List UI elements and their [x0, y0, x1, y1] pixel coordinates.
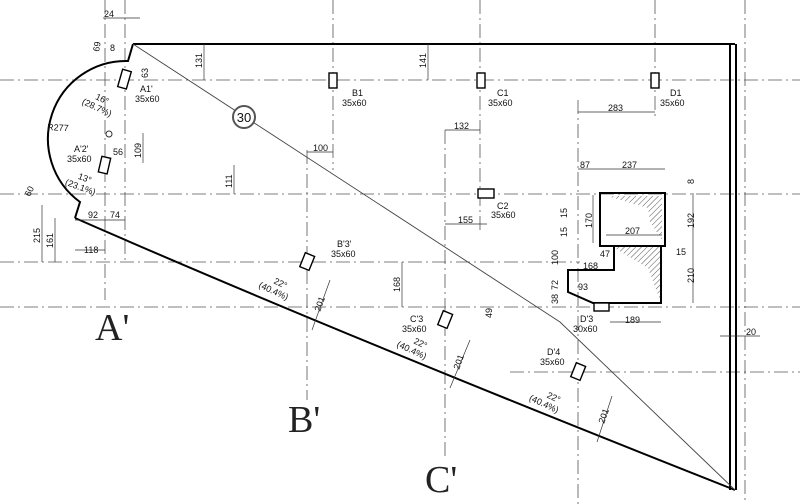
- svg-text:207: 207: [625, 226, 640, 236]
- svg-text:15: 15: [559, 227, 569, 237]
- svg-text:47: 47: [600, 249, 610, 259]
- svg-text:168: 168: [392, 277, 402, 292]
- svg-text:74: 74: [110, 210, 120, 220]
- svg-text:170: 170: [584, 213, 594, 228]
- svg-text:R277: R277: [47, 122, 69, 133]
- svg-text:35x60: 35x60: [660, 98, 685, 108]
- columns: [97, 68, 660, 382]
- svg-text:38: 38: [550, 294, 560, 304]
- svg-text:B'3': B'3': [337, 239, 352, 249]
- svg-text:69: 69: [91, 41, 103, 53]
- angle-labels: 16°(28.7%) 13°(23.1%) 22°(40.4%) 22°(40.…: [47, 92, 562, 416]
- svg-text:35x60: 35x60: [135, 94, 160, 104]
- svg-text:8: 8: [110, 43, 115, 53]
- svg-text:20: 20: [746, 327, 756, 337]
- core-walls: [567, 192, 666, 312]
- svg-text:60: 60: [23, 185, 36, 198]
- svg-text:B1: B1: [352, 88, 363, 98]
- svg-text:63: 63: [140, 68, 150, 78]
- svg-text:C1: C1: [497, 88, 509, 98]
- svg-text:D1: D1: [670, 88, 682, 98]
- svg-text:30x60: 30x60: [573, 324, 598, 334]
- svg-text:141: 141: [418, 53, 428, 68]
- svg-text:72: 72: [550, 280, 560, 290]
- svg-text:189: 189: [625, 315, 640, 325]
- svg-text:192: 192: [686, 213, 696, 228]
- svg-text:132: 132: [454, 121, 469, 131]
- svg-text:35x60: 35x60: [331, 249, 356, 259]
- svg-text:C2: C2: [497, 201, 509, 211]
- dimension-texts: 24 69 8 63 131 141 56 109 111 60 215 161…: [23, 9, 756, 425]
- svg-text:8: 8: [686, 179, 696, 184]
- svg-text:100: 100: [550, 250, 560, 265]
- svg-text:92: 92: [88, 210, 98, 220]
- svg-text:283: 283: [608, 103, 623, 113]
- svg-text:D'4: D'4: [547, 347, 560, 357]
- svg-text:201: 201: [596, 407, 611, 425]
- column-D4: [569, 361, 587, 382]
- svg-text:35x60: 35x60: [540, 357, 565, 367]
- dimension-lines: [41, 17, 760, 443]
- svg-text:56: 56: [113, 147, 123, 157]
- svg-text:210: 210: [686, 268, 696, 283]
- svg-text:109: 109: [133, 143, 143, 158]
- column-A2: [97, 155, 112, 175]
- section-marker: 30: [232, 105, 256, 129]
- svg-text:111: 111: [224, 174, 234, 188]
- svg-text:93: 93: [578, 282, 588, 292]
- svg-text:15: 15: [676, 247, 686, 257]
- svg-text:215: 215: [32, 228, 42, 243]
- slab-outline: [46, 43, 737, 491]
- svg-text:D'3: D'3: [580, 314, 593, 324]
- axis-label-a: A': [95, 307, 129, 349]
- svg-text:118: 118: [84, 245, 98, 255]
- svg-text:A'2': A'2': [74, 144, 89, 154]
- axis-label-b: B': [288, 399, 320, 441]
- svg-text:237: 237: [622, 160, 637, 170]
- svg-text:15: 15: [559, 208, 569, 218]
- svg-text:C'3: C'3: [410, 314, 423, 324]
- svg-text:100: 100: [313, 143, 328, 153]
- svg-text:35x60: 35x60: [402, 324, 427, 334]
- svg-text:35x60: 35x60: [67, 154, 92, 164]
- svg-text:35x60: 35x60: [342, 98, 367, 108]
- svg-text:131: 131: [194, 53, 204, 68]
- svg-text:24: 24: [104, 9, 114, 19]
- column-A1: [116, 68, 133, 90]
- svg-text:201: 201: [451, 353, 466, 371]
- svg-text:155: 155: [458, 215, 473, 225]
- svg-text:35x60: 35x60: [488, 98, 513, 108]
- column-C2: [477, 188, 495, 199]
- svg-text:49: 49: [484, 308, 494, 318]
- column-D1: [650, 72, 660, 89]
- svg-text:35x60: 35x60: [491, 210, 516, 220]
- svg-text:168: 168: [583, 261, 598, 271]
- svg-text:30: 30: [237, 110, 251, 125]
- column-C1: [476, 72, 486, 89]
- axis-label-c: C': [425, 459, 457, 501]
- column-C3: [436, 309, 454, 330]
- svg-text:13°: 13°: [77, 171, 94, 185]
- column-B1: [328, 72, 338, 89]
- svg-text:87: 87: [580, 160, 590, 170]
- svg-text:A1': A1': [140, 84, 153, 94]
- svg-text:201: 201: [312, 295, 327, 313]
- svg-text:161: 161: [45, 233, 55, 248]
- column-B3: [298, 251, 316, 272]
